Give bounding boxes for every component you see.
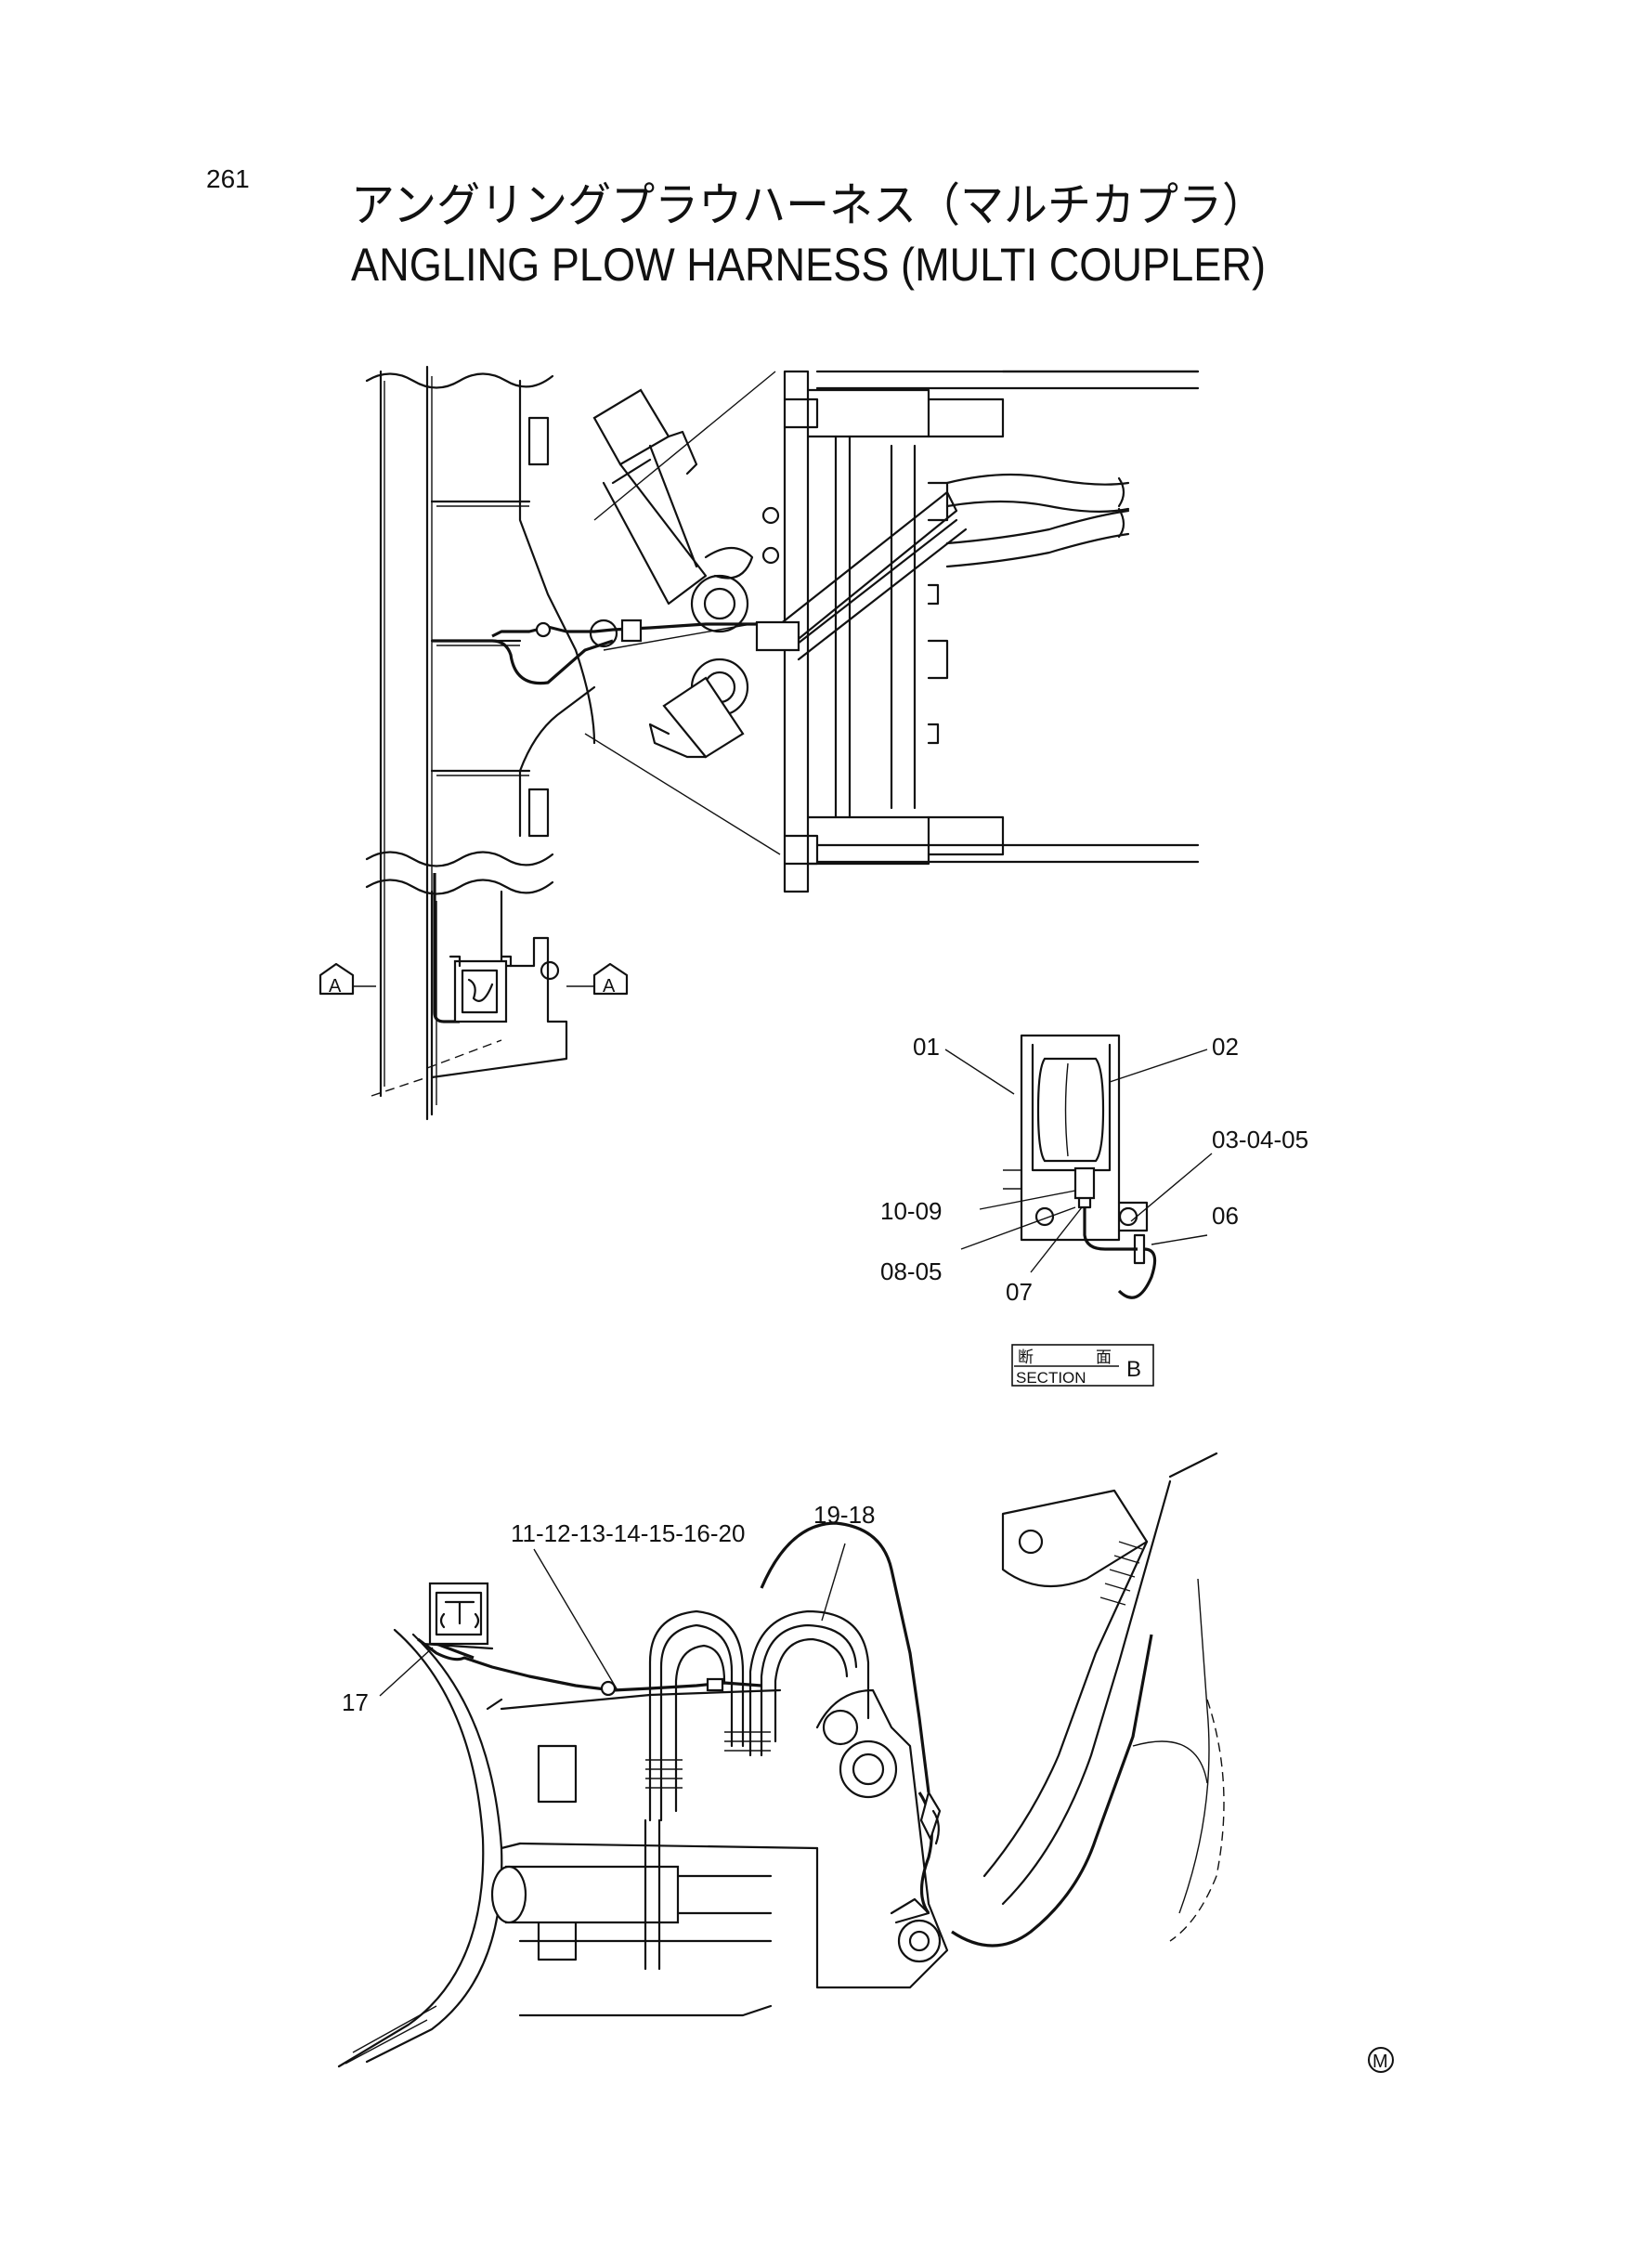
callout-19-18: 19-18 [813, 1501, 876, 1529]
view-arrow-a-right: A [566, 962, 629, 997]
m-mark-letter: M [1372, 2052, 1388, 2072]
title-japanese: アングリングプラウハーネス（マルチカプラ） [351, 178, 1266, 232]
callout-10-09: 10-09 [880, 1197, 943, 1225]
view-a-label-left: A [329, 976, 342, 997]
section-b-jp-left: 断 [1018, 1348, 1034, 1367]
section-b-letter: B [1126, 1357, 1141, 1382]
section-b-detail: 01 02 03-04-05 10-09 06 08-05 07 断 面 SEC… [880, 1033, 1308, 1387]
callout-07: 07 [1006, 1278, 1033, 1306]
view-a-label-right: A [603, 976, 616, 997]
section-b-en: SECTION [1016, 1369, 1086, 1387]
m-mark: M [1368, 2047, 1394, 2073]
callout-02: 02 [1212, 1033, 1239, 1061]
callout-03-04-05: 03-04-05 [1212, 1126, 1308, 1153]
top-view: A A [319, 365, 1200, 1121]
title-english: ANGLING PLOW HARNESS (MULTI COUPLER) [351, 239, 1266, 291]
callout-08-05: 08-05 [880, 1257, 943, 1285]
section-b-label: 断 面 SECTION B [1011, 1344, 1154, 1387]
callout-11-20: 11-12-13-14-15-16-20 [511, 1519, 745, 1547]
page-number: 261 [206, 164, 250, 193]
callout-17: 17 [342, 1688, 369, 1716]
callout-01: 01 [913, 1033, 940, 1061]
view-arrow-a-left: A [319, 962, 376, 997]
isometric-view: 11-12-13-14-15-16-20 19-18 17 [337, 1452, 1225, 2068]
callout-06: 06 [1212, 1202, 1239, 1230]
section-b-jp-right: 面 [1096, 1348, 1112, 1367]
